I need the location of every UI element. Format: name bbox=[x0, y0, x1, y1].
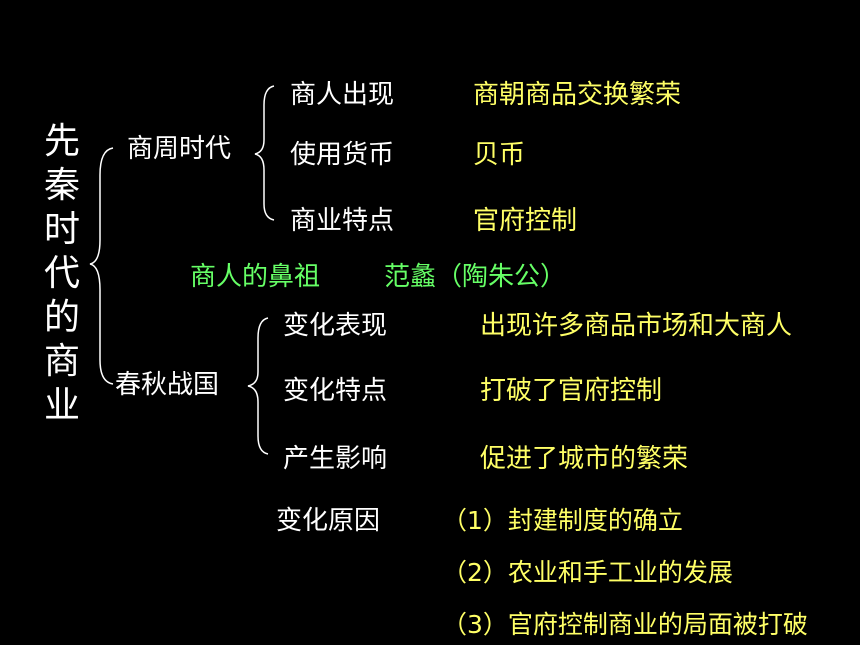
chunqiu-item-1-value: 出现许多商品市场和大商人 bbox=[480, 311, 793, 341]
chunqiu-item-3-label: 产生影响 bbox=[283, 444, 388, 474]
shangzhou-item-3-label: 商业特点 bbox=[290, 206, 395, 236]
reason-item-2: （2）农业和手工业的发展 bbox=[442, 558, 733, 587]
chunqiu-item-1-label: 变化表现 bbox=[283, 311, 388, 341]
chunqiu-item-2-label: 变化特点 bbox=[283, 376, 388, 406]
shangzhou-item-2-label: 使用货币 bbox=[290, 140, 395, 170]
main-title: 先秦时代的商业 bbox=[43, 121, 80, 426]
ancestor-label: 商人的鼻祖 bbox=[190, 262, 321, 292]
shangzhou-item-2-value: 贝币 bbox=[473, 140, 526, 170]
shangzhou-item-3-value: 官府控制 bbox=[473, 206, 578, 236]
shangzhou-brace bbox=[254, 85, 275, 221]
chunqiu-item-3-value: 促进了城市的繁荣 bbox=[480, 444, 689, 474]
reason-item-3: （3）官府控制商业的局面被打破 bbox=[442, 610, 808, 639]
reasons-label: 变化原因 bbox=[276, 506, 381, 536]
main-brace bbox=[89, 147, 114, 385]
era-shangzhou-label: 商周时代 bbox=[127, 134, 232, 164]
era-chunqiu-label: 春秋战国 bbox=[115, 370, 220, 400]
chunqiu-brace bbox=[247, 317, 269, 455]
shangzhou-item-1-value: 商朝商品交换繁荣 bbox=[473, 80, 682, 110]
shangzhou-item-1-label: 商人出现 bbox=[290, 80, 395, 110]
ancestor-value: 范蠡（陶朱公） bbox=[384, 262, 567, 292]
reason-item-1: （1）封建制度的确立 bbox=[442, 506, 683, 535]
chunqiu-item-2-value: 打破了官府控制 bbox=[480, 376, 663, 406]
